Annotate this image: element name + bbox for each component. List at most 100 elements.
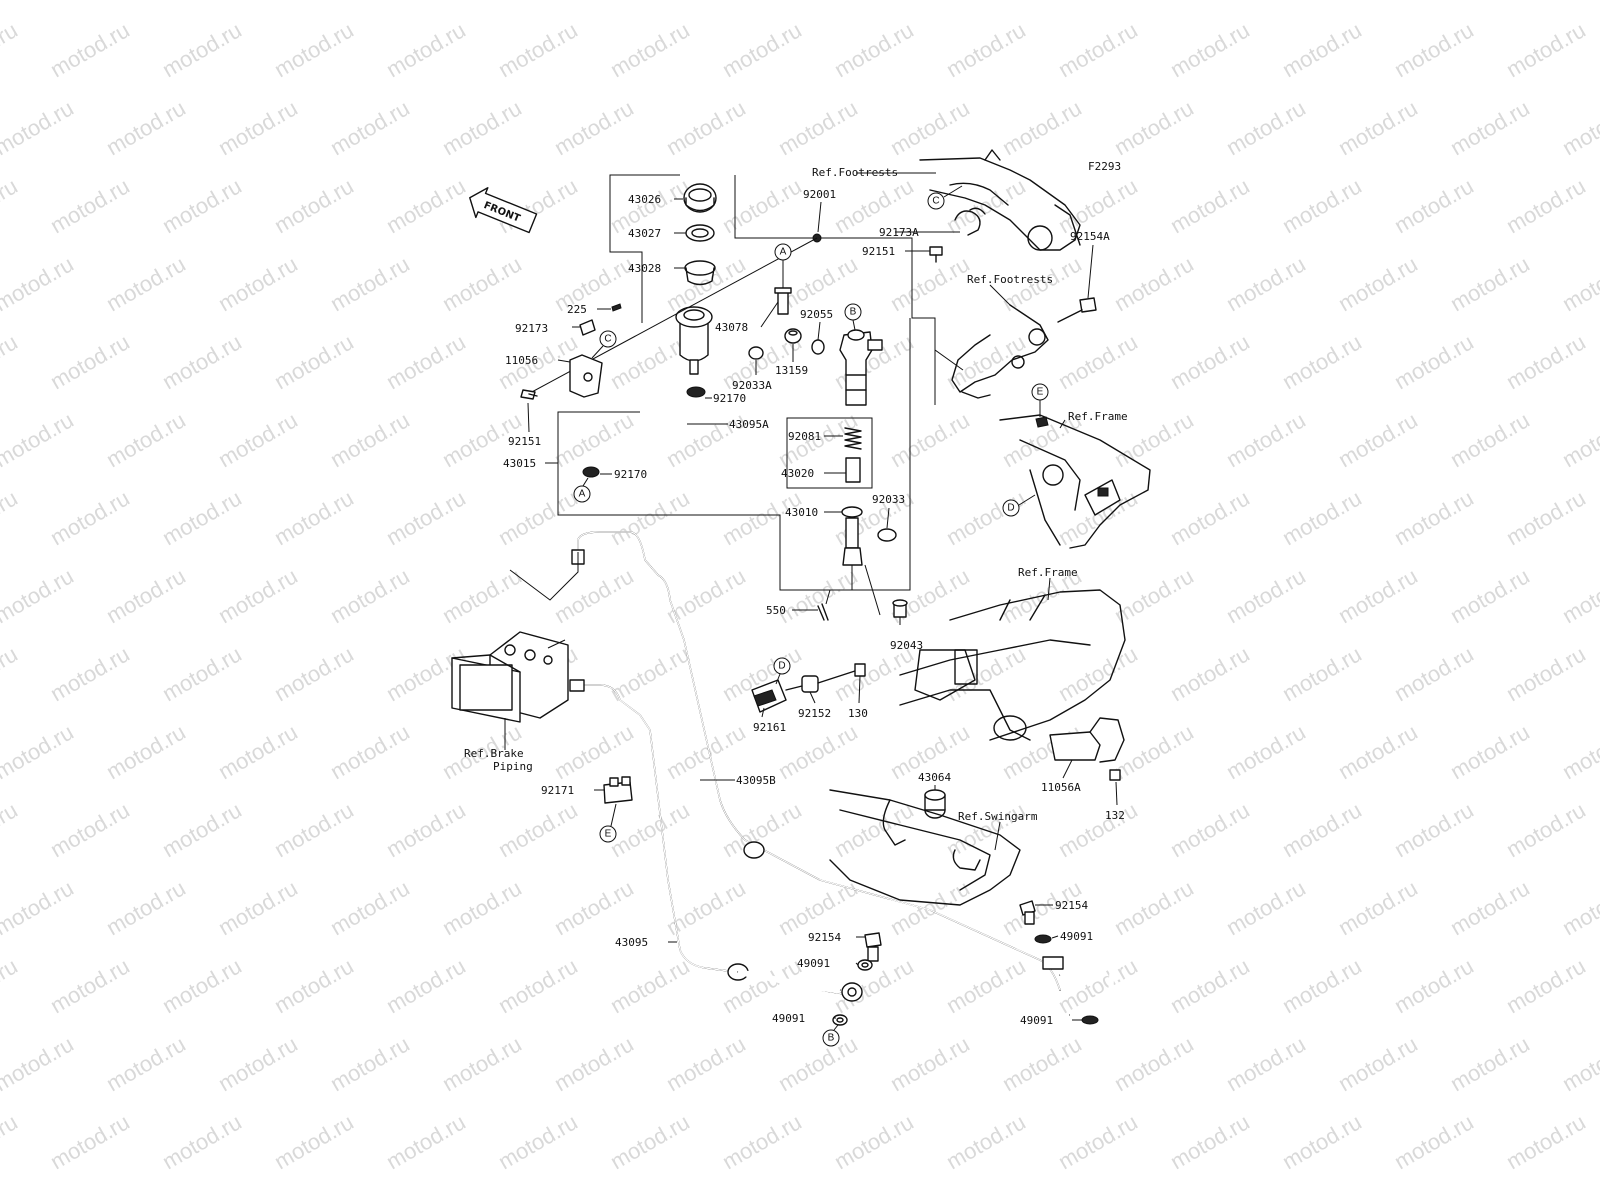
- callout-b-top-text: B: [850, 307, 857, 318]
- label-92001: 92001: [803, 188, 836, 201]
- watermark-text: motod.ru: [102, 0, 190, 4]
- callout-d-pedal-text: D: [778, 661, 785, 672]
- watermark-text: motod.ru: [1054, 641, 1142, 706]
- watermark-text: motod.ru: [1222, 875, 1310, 940]
- watermark-text: motod.ru: [270, 953, 358, 1018]
- watermark-text: motod.ru: [1110, 875, 1198, 940]
- watermark-text: motod.ru: [1390, 17, 1478, 82]
- label-49091-center-bottom: 49091: [772, 1012, 805, 1025]
- push-rod-43010: [841, 506, 881, 616]
- watermark-text: motod.ru: [46, 485, 134, 550]
- watermark-text: motod.ru: [1502, 329, 1590, 394]
- watermark-text: motod.ru: [1390, 953, 1478, 1018]
- part-labels: F2293 43026 43027 43028 92001 225 92173 …: [464, 160, 1128, 1027]
- watermark-text: motod.ru: [438, 875, 526, 940]
- diaphragm-plate-43027: [685, 224, 715, 242]
- watermark-text: motod.ru: [214, 719, 302, 784]
- watermark-text: motod.ru: [1222, 251, 1310, 316]
- label-92173A: 92173A: [879, 226, 919, 239]
- label-43064: 43064: [918, 771, 951, 784]
- watermark-text: motod.ru: [326, 95, 414, 160]
- footrest-bracket-mid: [934, 304, 1049, 405]
- watermark-text: motod.ru: [1278, 953, 1366, 1018]
- label-92151-right: 92151: [862, 245, 895, 258]
- washer-49091-right-bottom: [1081, 1015, 1099, 1025]
- watermark-text: motod.ru: [102, 251, 190, 316]
- label-43020: 43020: [781, 467, 814, 480]
- watermark-text: motod.ru: [0, 563, 78, 628]
- label-92043: 92043: [890, 639, 923, 652]
- label-550: 550: [766, 604, 786, 617]
- watermark-text: motod.ru: [1054, 173, 1142, 238]
- label-43095: 43095: [615, 936, 648, 949]
- watermark-text: motod.ru: [158, 329, 246, 394]
- label-130: 130: [848, 707, 868, 720]
- watermark-text: motod.ru: [494, 953, 582, 1018]
- watermark-text: motod.ru: [0, 1109, 22, 1174]
- watermark-text: motod.ru: [326, 251, 414, 316]
- label-92154-center: 92154: [808, 931, 841, 944]
- watermark-text: motod.ru: [1390, 485, 1478, 550]
- label-92173: 92173: [515, 322, 548, 335]
- watermark-text: motod.ru: [1110, 719, 1198, 784]
- watermark-layer: motod.ru motod.ru motod.ru motod.ru motod.ru…: [0, 0, 1600, 1174]
- watermark-text: motod.ru: [214, 875, 302, 940]
- label-49091-right-top: 49091: [1060, 930, 1093, 943]
- callout-d-pedal: D: [773, 657, 791, 685]
- callout-c-left: C: [591, 330, 617, 359]
- ref-footrests-top: Ref.Footrests: [812, 166, 898, 179]
- watermark-text: motod.ru: [1110, 251, 1198, 316]
- rod-end-92152: [785, 675, 819, 693]
- watermark-text: motod.ru: [1166, 1109, 1254, 1174]
- watermark-text: motod.ru: [0, 953, 22, 1018]
- watermark-text: motod.ru: [158, 1109, 246, 1174]
- watermark-text: motod.ru: [1110, 563, 1198, 628]
- watermark-text: motod.ru: [0, 797, 22, 862]
- ref-frame-lower: Ref.Frame: [1018, 566, 1078, 579]
- watermark-text: motod.ru: [158, 953, 246, 1018]
- watermark-text: motod.ru: [46, 797, 134, 862]
- watermark-text: motod.ru: [1558, 1031, 1600, 1096]
- watermark-text: motod.ru: [1334, 719, 1422, 784]
- watermark-text: motod.ru: [1166, 641, 1254, 706]
- watermark-text: motod.ru: [1502, 953, 1590, 1018]
- spring-92081: [844, 427, 862, 483]
- hose-fitting-43078: [774, 287, 792, 315]
- watermark-text: motod.ru: [662, 0, 750, 4]
- label-11056A: 11056A: [1041, 781, 1081, 794]
- watermark-text: motod.ru: [718, 17, 806, 82]
- watermark-text: motod.ru: [1446, 1031, 1534, 1096]
- watermark-text: motod.ru: [606, 485, 694, 550]
- watermark-text: motod.ru: [0, 641, 22, 706]
- watermark-text: motod.ru: [438, 1031, 526, 1096]
- watermark-text: motod.ru: [830, 17, 918, 82]
- watermark-text: motod.ru: [1446, 251, 1534, 316]
- o-ring-92055: [811, 339, 825, 355]
- watermark-text: motod.ru: [1278, 329, 1366, 394]
- banjo-hose-rear: [1042, 956, 1115, 1018]
- label-92154A: 92154A: [1070, 230, 1110, 243]
- watermark-text: motod.ru: [1390, 329, 1478, 394]
- callout-e-frame-text: E: [1037, 387, 1044, 398]
- watermark-text: motod.ru: [0, 251, 78, 316]
- watermark-text: motod.ru: [102, 563, 190, 628]
- swingarm-sketch: [829, 789, 1021, 906]
- brake-pipe-43095: [569, 679, 851, 996]
- bracket-11056A: [1049, 717, 1125, 781]
- watermark-text: motod.ru: [1222, 563, 1310, 628]
- leader-lines: [527, 172, 1118, 1021]
- watermark-text: motod.ru: [1390, 173, 1478, 238]
- clip-92173: [579, 319, 596, 336]
- watermark-text: motod.ru: [46, 953, 134, 1018]
- watermark-text: motod.ru: [1334, 875, 1422, 940]
- watermark-text: motod.ru: [1110, 0, 1198, 4]
- watermark-text: motod.ru: [494, 797, 582, 862]
- watermark-text: motod.ru: [550, 251, 638, 316]
- label-43095B: 43095B: [736, 774, 776, 787]
- watermark-text: motod.ru: [998, 0, 1086, 4]
- watermark-text: motod.ru: [1334, 251, 1422, 316]
- watermark-text: motod.ru: [1166, 797, 1254, 862]
- watermark-text: motod.ru: [214, 95, 302, 160]
- watermark-text: motod.ru: [1502, 641, 1590, 706]
- watermark-text: motod.ru: [46, 1109, 134, 1174]
